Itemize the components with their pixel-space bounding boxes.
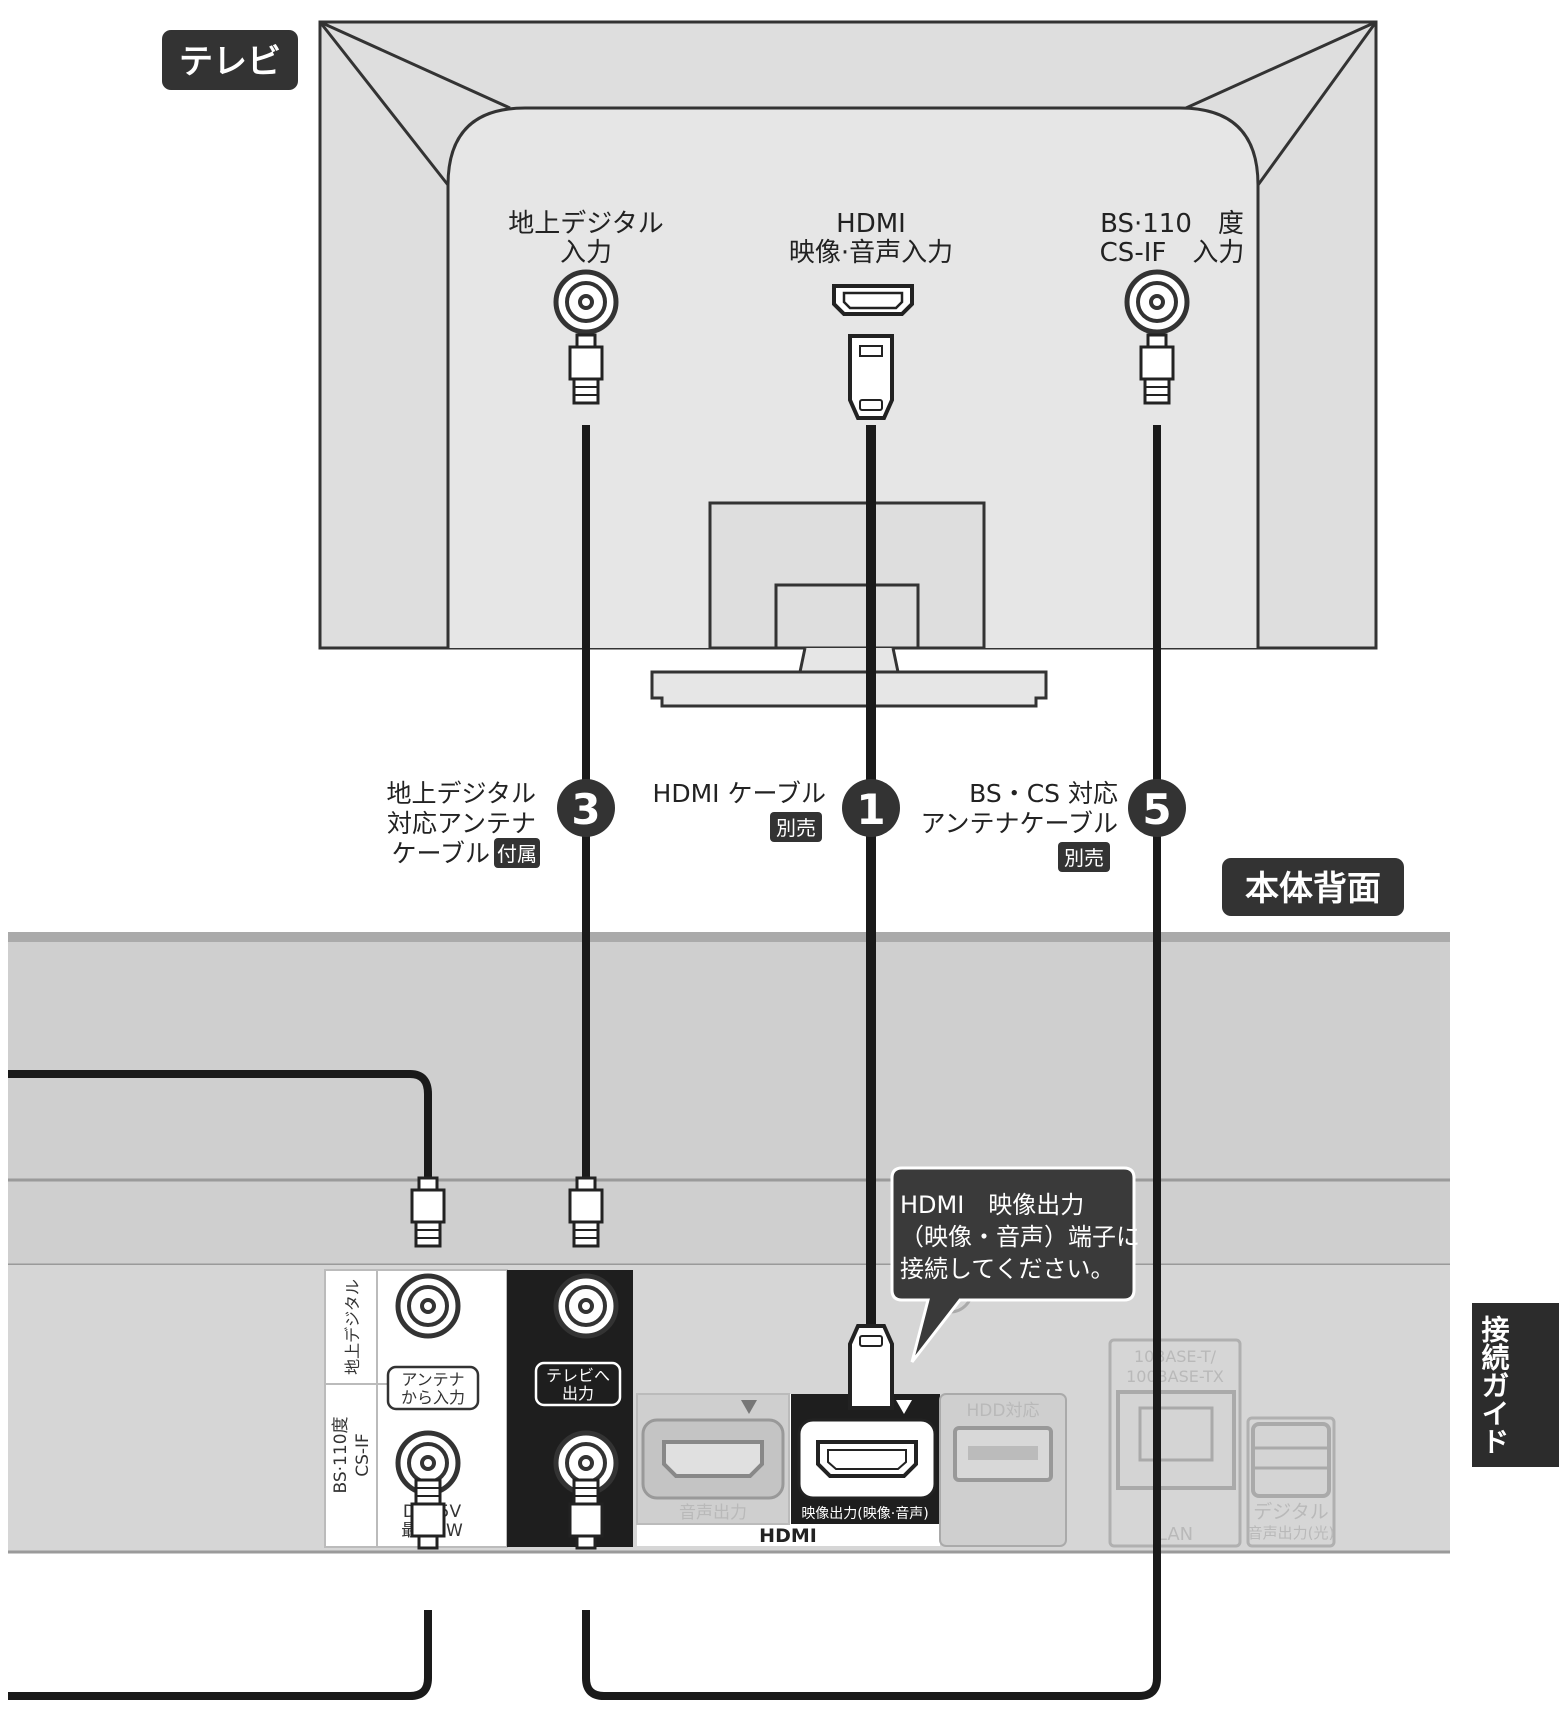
bs-vertical-label-1: BS·110度 [331, 1416, 351, 1493]
to-tv-out-label-2: 出力 [562, 1384, 594, 1403]
digital-audio-label-1: デジタル [1253, 1501, 1329, 1523]
antenna-in-label-2: から入力 [401, 1388, 465, 1407]
hdd-label: HDD対応 [967, 1401, 1040, 1421]
antenna-in-label-1: アンテナ [401, 1370, 464, 1389]
callout-line-1: HDMI 映像出力 [900, 1191, 1084, 1219]
bs-vertical-label-2: CS-IF [353, 1433, 373, 1477]
tv-terrestrial-port [556, 272, 616, 332]
tv-bs-label-1: BS·110 度 [1100, 209, 1244, 239]
optical-out-port: デジタル 音声出力(光) [1246, 1416, 1336, 1548]
tv-bs-port [1127, 272, 1187, 332]
lan-port: 10BASE-T/ 100BASE-TX LAN [1108, 1338, 1242, 1548]
hdmi-callout: HDMI 映像出力 （映像・音声）端子に 接続してください。 [890, 1166, 1140, 1363]
body-back-badge-text: 本体背面 [1245, 869, 1381, 909]
cable-1-tag: 別売 [776, 816, 816, 840]
hdmi-group: 音声出力 映像出力(映像·音声) HDMI [636, 1393, 940, 1547]
antenna-terminal-block: 地上デジタル BS·110度 CS-IF アンテナ から入力 テレビへ 出力 D… [324, 1269, 633, 1548]
digital-audio-label-2: 音声出力(光) [1248, 1524, 1335, 1542]
callout-line-2: （映像・音声）端子に [900, 1223, 1140, 1251]
cable-3-number: 3 [571, 785, 600, 834]
lan-label: LAN [1157, 1524, 1193, 1545]
cable-5-line-2: アンテナケーブル [920, 809, 1118, 838]
tv-terrestrial-label-1: 地上デジタル [508, 209, 663, 239]
tv-badge-text: テレビ [179, 42, 281, 82]
cable-3-label: 地上デジタル 対応アンテナ ケーブル 付属 3 [386, 779, 615, 868]
connection-guide-tab[interactable]: 接続ガイド [1472, 1303, 1559, 1467]
antenna-in-port [398, 1276, 458, 1336]
callout-line-3: 接続してください。 [900, 1255, 1115, 1283]
cable-3-tag: 付属 [497, 842, 537, 866]
tv-badge: テレビ [162, 30, 298, 90]
hdmi-video-out-port [797, 1418, 937, 1500]
cable-antenna-input [8, 1070, 432, 1178]
cable-1-number: 1 [856, 785, 885, 834]
hdd-usb-port: HDD対応 [939, 1393, 1067, 1547]
cable-1-rear-plug [848, 1324, 894, 1410]
cable-5-label: BS・CS 対応 アンテナケーブル 別売 5 [920, 779, 1186, 872]
cable-1-line-1: HDMI ケーブル [653, 779, 826, 808]
tv-bs-label-2: CS-IF 入力 [1100, 238, 1245, 268]
body-back-badge: 本体背面 [1222, 858, 1404, 916]
audio-out-label: 音声出力 [679, 1503, 747, 1523]
tv-hdmi-label-1: HDMI [836, 209, 906, 239]
tv-hdmi-label-2: 映像·音声入力 [789, 238, 953, 268]
to-tv-out-label-1: テレビへ [546, 1366, 610, 1385]
cable-5-number: 5 [1142, 785, 1171, 834]
tv-terrestrial-label-2: 入力 [560, 238, 612, 268]
cable-1-tv-plug [848, 334, 894, 420]
guide-tab-text: 接続ガイド [1478, 1315, 1511, 1455]
cable-bs-input [8, 1610, 432, 1700]
hdmi-group-label: HDMI [759, 1525, 817, 1547]
cable-3-line-3: ケーブル [391, 839, 490, 868]
cable-5-tag: 別売 [1064, 846, 1104, 870]
cable-3-line-1: 地上デジタル [386, 779, 536, 808]
cable-3-line-2: 対応アンテナ [387, 809, 536, 838]
hdmi-audio-out-port [641, 1418, 785, 1500]
video-out-label: 映像出力(映像·音声) [801, 1505, 928, 1522]
tv-out-port [556, 1276, 616, 1336]
tv-hdmi-port [832, 284, 914, 316]
lan-speed-label-2: 100BASE-TX [1126, 1367, 1224, 1386]
cable-1-label: HDMI ケーブル 別売 1 [653, 779, 900, 842]
lan-speed-label-1: 10BASE-T/ [1134, 1347, 1217, 1366]
cable-5-bs-cs [582, 425, 1161, 1700]
cable-5-line-1: BS・CS 対応 [969, 779, 1118, 808]
terrestrial-vertical-label: 地上デジタル [343, 1279, 362, 1375]
